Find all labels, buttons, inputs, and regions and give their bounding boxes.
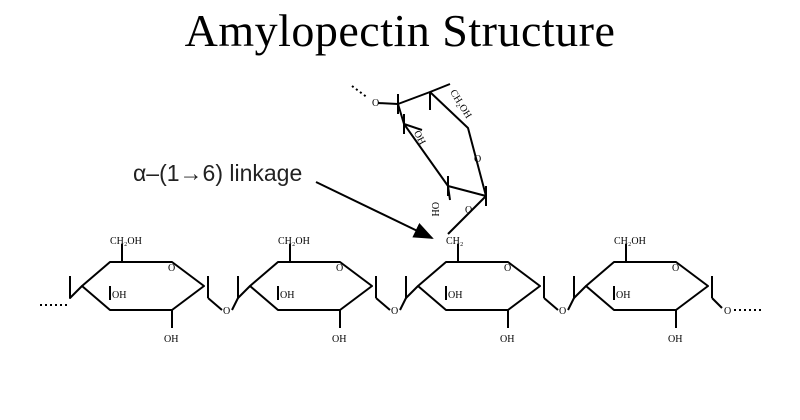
ring-2 [249, 261, 373, 311]
diagram-title: Amylopectin Structure [184, 5, 616, 56]
bridge-oxygen-2: O [391, 306, 398, 317]
chain-end-oxygen: O [724, 306, 731, 317]
branch-ring [397, 91, 487, 197]
branch-oh-left-bond [403, 123, 423, 131]
ring-oxygen-2: O [336, 263, 343, 274]
branch-link-oxygen-top: O [372, 98, 379, 109]
branch-bond-c4-o [377, 102, 399, 105]
ring-oh-label-1: OH [112, 290, 126, 301]
ch2-group-label-3: CH₂ [446, 236, 463, 247]
ring-4 [585, 261, 709, 311]
bridge-bond-3 [543, 297, 575, 311]
c4-bond-1 [69, 276, 83, 299]
chain-end-bond [711, 297, 723, 309]
branch-glucose-unit [351, 83, 487, 235]
ch2-group-label-4: CH₂OH [614, 236, 646, 247]
c4-bond-4 [573, 276, 587, 299]
c4-bond-3 [405, 276, 419, 299]
ring-oh-label-3: OH [448, 290, 462, 301]
ring-oh-label-4: OH [616, 290, 630, 301]
ring-oh-label-2: OH [280, 290, 294, 301]
branch-ring-oh-bottom: OH [429, 202, 440, 216]
branch-ring-oxygen: O [474, 154, 481, 165]
ch2-group-label-1: CH₂OH [110, 236, 142, 247]
branch-continuation-dots [351, 85, 369, 99]
ring-oxygen-1: O [168, 263, 175, 274]
linkage-label: α–(1→6) linkage [133, 160, 303, 186]
ring-3 [417, 261, 541, 311]
main-chain [40, 244, 764, 328]
bottom-oh-label-4: OH [668, 334, 682, 345]
c4-bond-2 [237, 276, 251, 299]
branch-link-bond [447, 195, 487, 235]
ch2-group-label-2: CH₂OH [278, 236, 310, 247]
branch-ch2oh-label: CH₂OH [447, 88, 473, 121]
branch-ring-ticks [397, 94, 487, 206]
ring-oxygen-3: O [504, 263, 511, 274]
branch-ch2oh-bond [429, 83, 451, 110]
bottom-oh-label-2: OH [332, 334, 346, 345]
branch-link-oxygen-bottom: O [465, 205, 472, 216]
chain-labels: CH₂OH O OH OH O CH₂OH O OH OH O CH₂ O OH OH O CH₂OH O OH O… [110, 236, 731, 345]
bridge-oxygen-1: O [223, 306, 230, 317]
bottom-oh-label-1: OH [164, 334, 178, 345]
bridge-bond-1 [207, 297, 239, 311]
ring-1 [81, 261, 205, 311]
bridge-oxygen-3: O [559, 306, 566, 317]
bottom-oh-label-3: OH [500, 334, 514, 345]
ring-oxygen-4: O [672, 263, 679, 274]
branch-labels: O CH₂OH O OH OH O [372, 88, 481, 217]
branch-ring-oh-left: OH [411, 129, 427, 147]
bridge-bond-2 [375, 297, 407, 311]
linkage-arrow [315, 181, 434, 239]
